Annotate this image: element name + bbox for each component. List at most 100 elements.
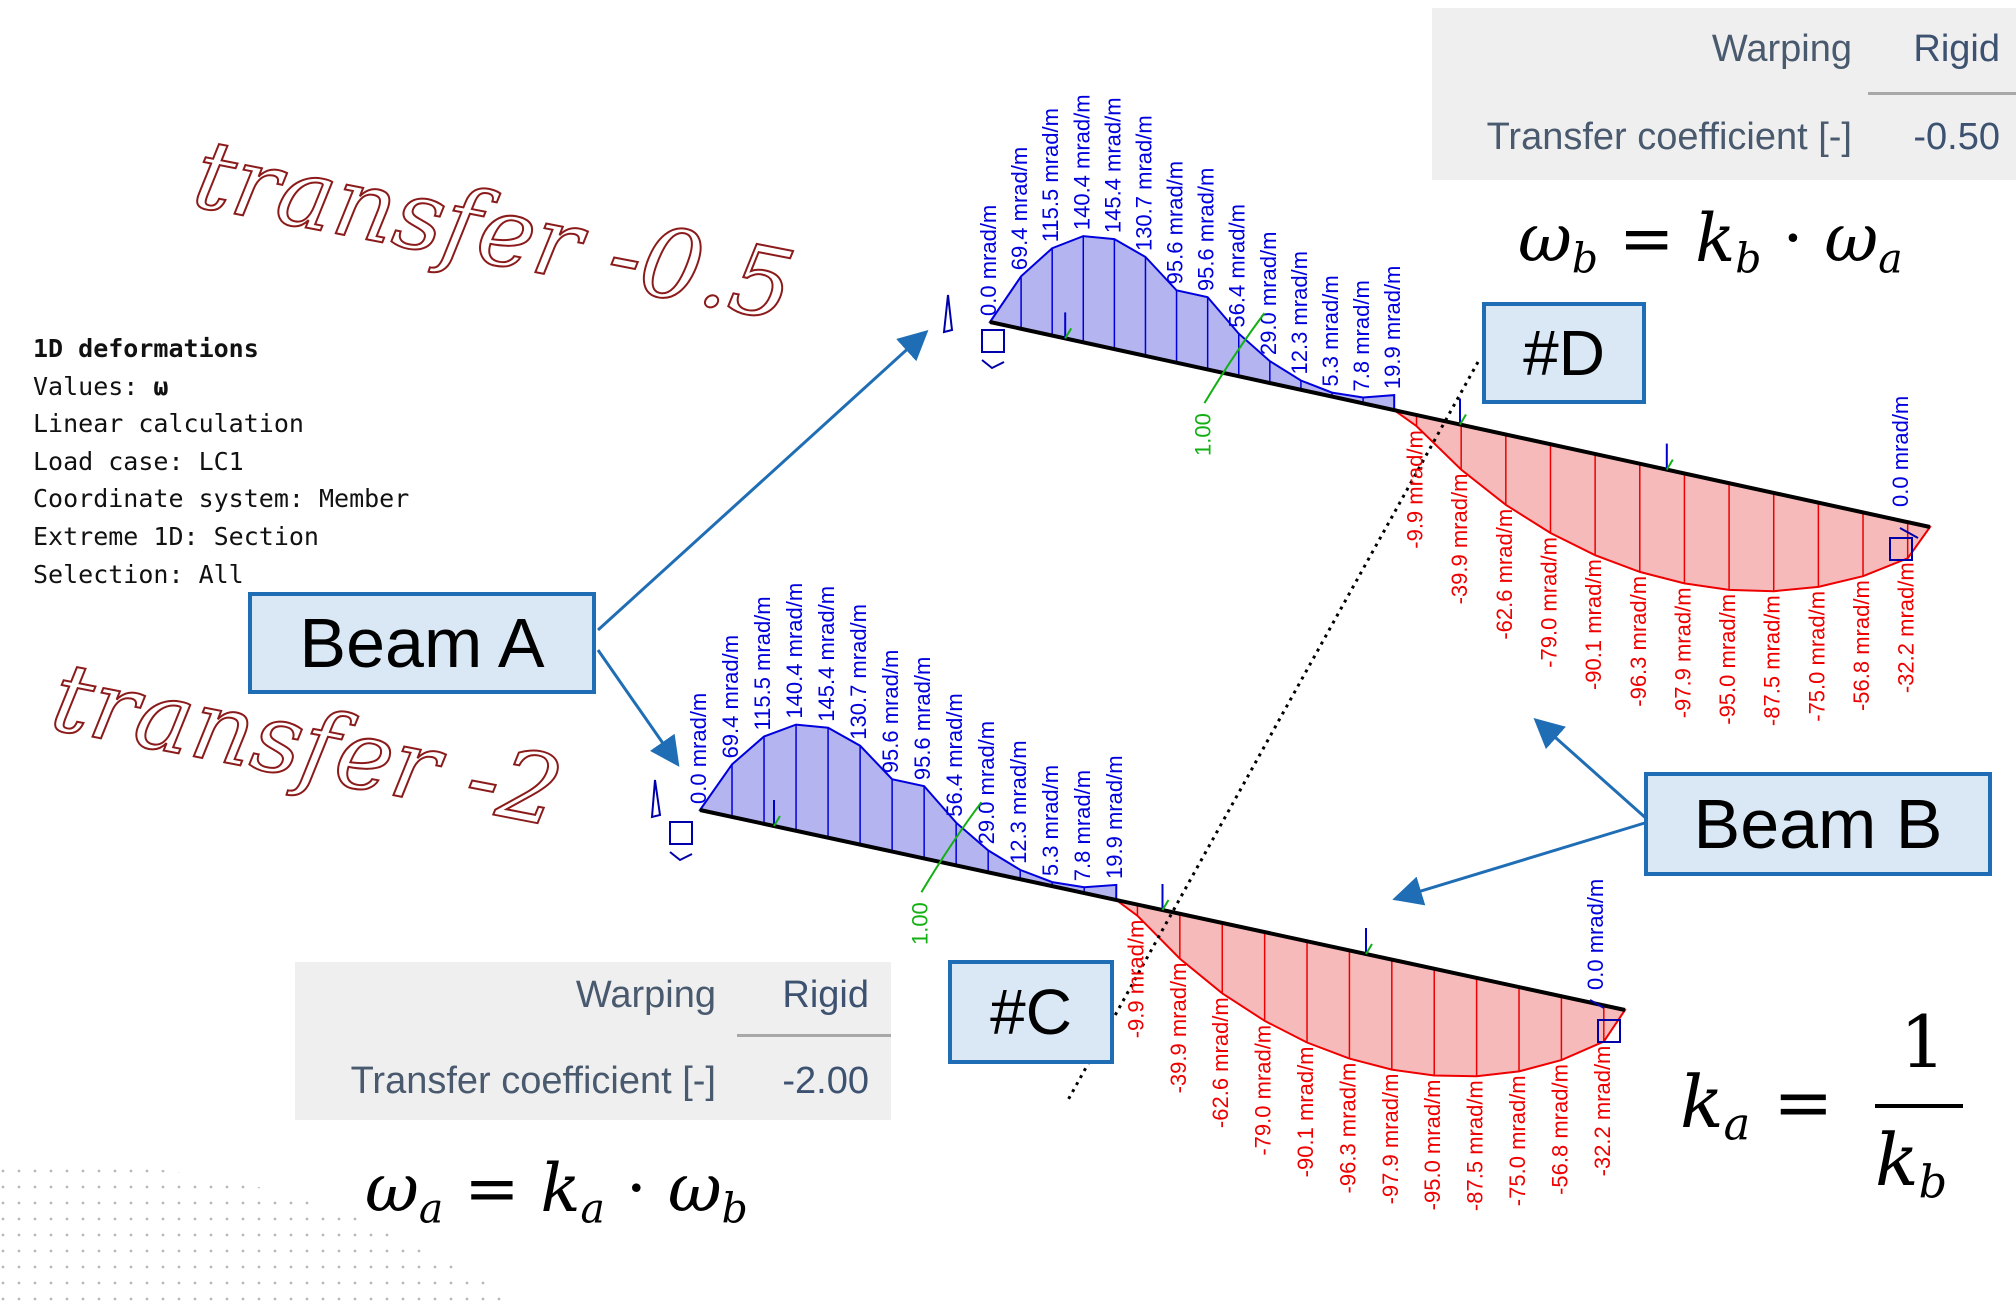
transfer-coefficient-label: Transfer coefficient [-] — [350, 1060, 716, 1102]
end-value-label: 0.0 mrad/m — [1888, 396, 1913, 507]
frac-denominator: kb — [1875, 1118, 1947, 1208]
positive-value-label: 7.8 mrad/m — [1349, 280, 1374, 391]
positive-value-label: 29.0 mrad/m — [1256, 232, 1281, 356]
negative-value-label: -79.0 mrad/m — [1251, 1025, 1276, 1156]
positive-value-label: 145.4 mrad/m — [814, 586, 839, 722]
local-axis-arrow — [1459, 413, 1467, 426]
negative-value-label: -87.5 mrad/m — [1463, 1080, 1488, 1211]
positive-value-label: 5.3 mrad/m — [1038, 765, 1063, 876]
positive-value-label: 69.4 mrad/m — [718, 635, 743, 759]
eq-symbol: ω — [1518, 200, 1572, 277]
positive-value-label: 56.4 mrad/m — [1225, 204, 1250, 328]
negative-value-label: -9.9 mrad/m — [1123, 920, 1148, 1039]
frac-lhs: ka = — [1680, 1060, 1834, 1151]
eq-subscript: a — [418, 1184, 444, 1233]
warping-label: Warping — [575, 974, 716, 1016]
eq-symbol: k — [1695, 200, 1736, 277]
positive-value-label: 7.8 mrad/m — [1070, 770, 1095, 881]
local-axis-arrow — [1365, 943, 1373, 955]
info-title: 1D deformations — [33, 334, 259, 363]
eq-symbol: ω — [365, 1150, 419, 1227]
negative-value-label: -79.0 mrad/m — [1536, 537, 1561, 668]
positive-value-label: 95.6 mrad/m — [878, 650, 903, 774]
positive-value-label: 56.4 mrad/m — [942, 693, 967, 816]
positive-value-label: 5.3 mrad/m — [1318, 275, 1343, 386]
positive-value-label: 140.4 mrad/m — [782, 583, 807, 719]
transfer-coefficient-label: Transfer coefficient [-] — [1486, 116, 1852, 158]
negative-area-top — [1393, 409, 1932, 593]
negative-value-label: -75.0 mrad/m — [1804, 591, 1829, 722]
callout-node-d[interactable]: #D — [1482, 302, 1646, 404]
support-icon-bottom-right — [1589, 999, 1621, 1043]
arrow-beam-b-top — [1533, 718, 1649, 822]
positive-value-label: 69.4 mrad/m — [1007, 147, 1032, 271]
warping-label: Warping — [1711, 28, 1852, 70]
eq-subscript: a — [580, 1184, 605, 1233]
arrow-beam-a-bottom — [596, 649, 680, 767]
eq-subscript: b — [1571, 234, 1599, 283]
positive-area-bottom — [698, 723, 1118, 902]
dot-pattern-decoration — [0, 1163, 520, 1305]
warping-value: Rigid — [1913, 28, 2000, 70]
equation-bottom: ωa = ka · ωb — [365, 1150, 748, 1233]
negative-value-label: -56.8 mrad/m — [1547, 1064, 1572, 1195]
diagram-fills — [698, 235, 1932, 1078]
equation-top: ωb = kb · ωa — [1518, 200, 1903, 283]
negative-value-label: -97.9 mrad/m — [1378, 1074, 1403, 1205]
unit-marker-curve — [1203, 312, 1266, 404]
eq-subscript: a — [1723, 1098, 1751, 1151]
info-line: Coordinate system: Member — [33, 484, 410, 514]
callout-beam-b[interactable]: Beam B — [1644, 772, 1992, 876]
negative-value-label: -9.9 mrad/m — [1403, 430, 1428, 549]
table-divider — [737, 1034, 891, 1037]
positive-value-label: 130.7 mrad/m — [1131, 115, 1156, 251]
eq-symbol: k — [1875, 1118, 1919, 1202]
positive-value-label: 95.6 mrad/m — [1163, 161, 1188, 285]
local-axis-arrow — [773, 815, 781, 827]
negative-value-label: -90.1 mrad/m — [1293, 1046, 1318, 1177]
eq-subscript: b — [721, 1184, 748, 1233]
support-icon-bottom-left — [650, 779, 693, 862]
properties-table-top: Warping Rigid Transfer coefficient [-] -… — [1432, 8, 2016, 180]
positive-value-label: 95.6 mrad/m — [910, 657, 935, 781]
negative-value-label: -75.0 mrad/m — [1505, 1075, 1530, 1206]
info-values-line: Values: ω — [33, 368, 409, 406]
positive-value-label: 29.0 mrad/m — [974, 721, 999, 845]
negative-value-label: -56.8 mrad/m — [1849, 580, 1874, 711]
info-panel: 1D deformations Values: ω Linear calcula… — [33, 330, 409, 593]
positive-value-label: 140.4 mrad/m — [1069, 94, 1094, 230]
negative-value-label: -62.6 mrad/m — [1492, 509, 1517, 640]
info-line: Extreme 1D: Section — [33, 521, 319, 551]
negative-value-label: -32.2 mrad/m — [1894, 562, 1919, 693]
negative-value-label: -32.2 mrad/m — [1590, 1046, 1615, 1177]
info-line: Linear calculation — [33, 409, 304, 439]
callout-node-c[interactable]: #C — [948, 960, 1114, 1064]
positive-value-label: 145.4 mrad/m — [1100, 97, 1125, 233]
support-icon-top-left — [942, 294, 1005, 370]
callout-beam-a[interactable]: Beam A — [248, 592, 596, 694]
unit-marker-curve — [920, 801, 983, 893]
negative-value-label: -95.0 mrad/m — [1420, 1079, 1445, 1210]
eq-symbol: k — [540, 1150, 581, 1227]
unit-marker-label: 1.00 — [1190, 413, 1215, 456]
eq-subscript: b — [1735, 234, 1762, 283]
eq-symbol: ω — [667, 1150, 722, 1227]
properties-table-bottom: Warping Rigid Transfer coefficient [-] -… — [295, 962, 891, 1120]
negative-value-label: -62.6 mrad/m — [1208, 997, 1233, 1128]
transfer-coefficient-value[interactable]: -0.50 — [1913, 116, 2000, 158]
eq-subscript: b — [1918, 1156, 1948, 1209]
local-axis-arrow — [1064, 327, 1073, 339]
table-divider — [1868, 92, 2016, 95]
end-value-label: 0.0 mrad/m — [1583, 879, 1608, 990]
frac-bar — [1875, 1104, 1963, 1108]
unit-marker-label: 1.00 — [907, 902, 932, 945]
positive-value-label: 95.6 mrad/m — [1194, 168, 1219, 292]
positive-value-label: 12.3 mrad/m — [1287, 251, 1312, 375]
callout-arrows — [596, 329, 1649, 906]
eq-symbol: ω — [1824, 200, 1879, 277]
negative-value-label: -39.9 mrad/m — [1166, 963, 1191, 1094]
transfer-coefficient-value[interactable]: -2.00 — [782, 1060, 869, 1102]
local-axis-arrow — [1161, 899, 1170, 911]
positive-value-label: 115.5 mrad/m — [1038, 108, 1063, 242]
